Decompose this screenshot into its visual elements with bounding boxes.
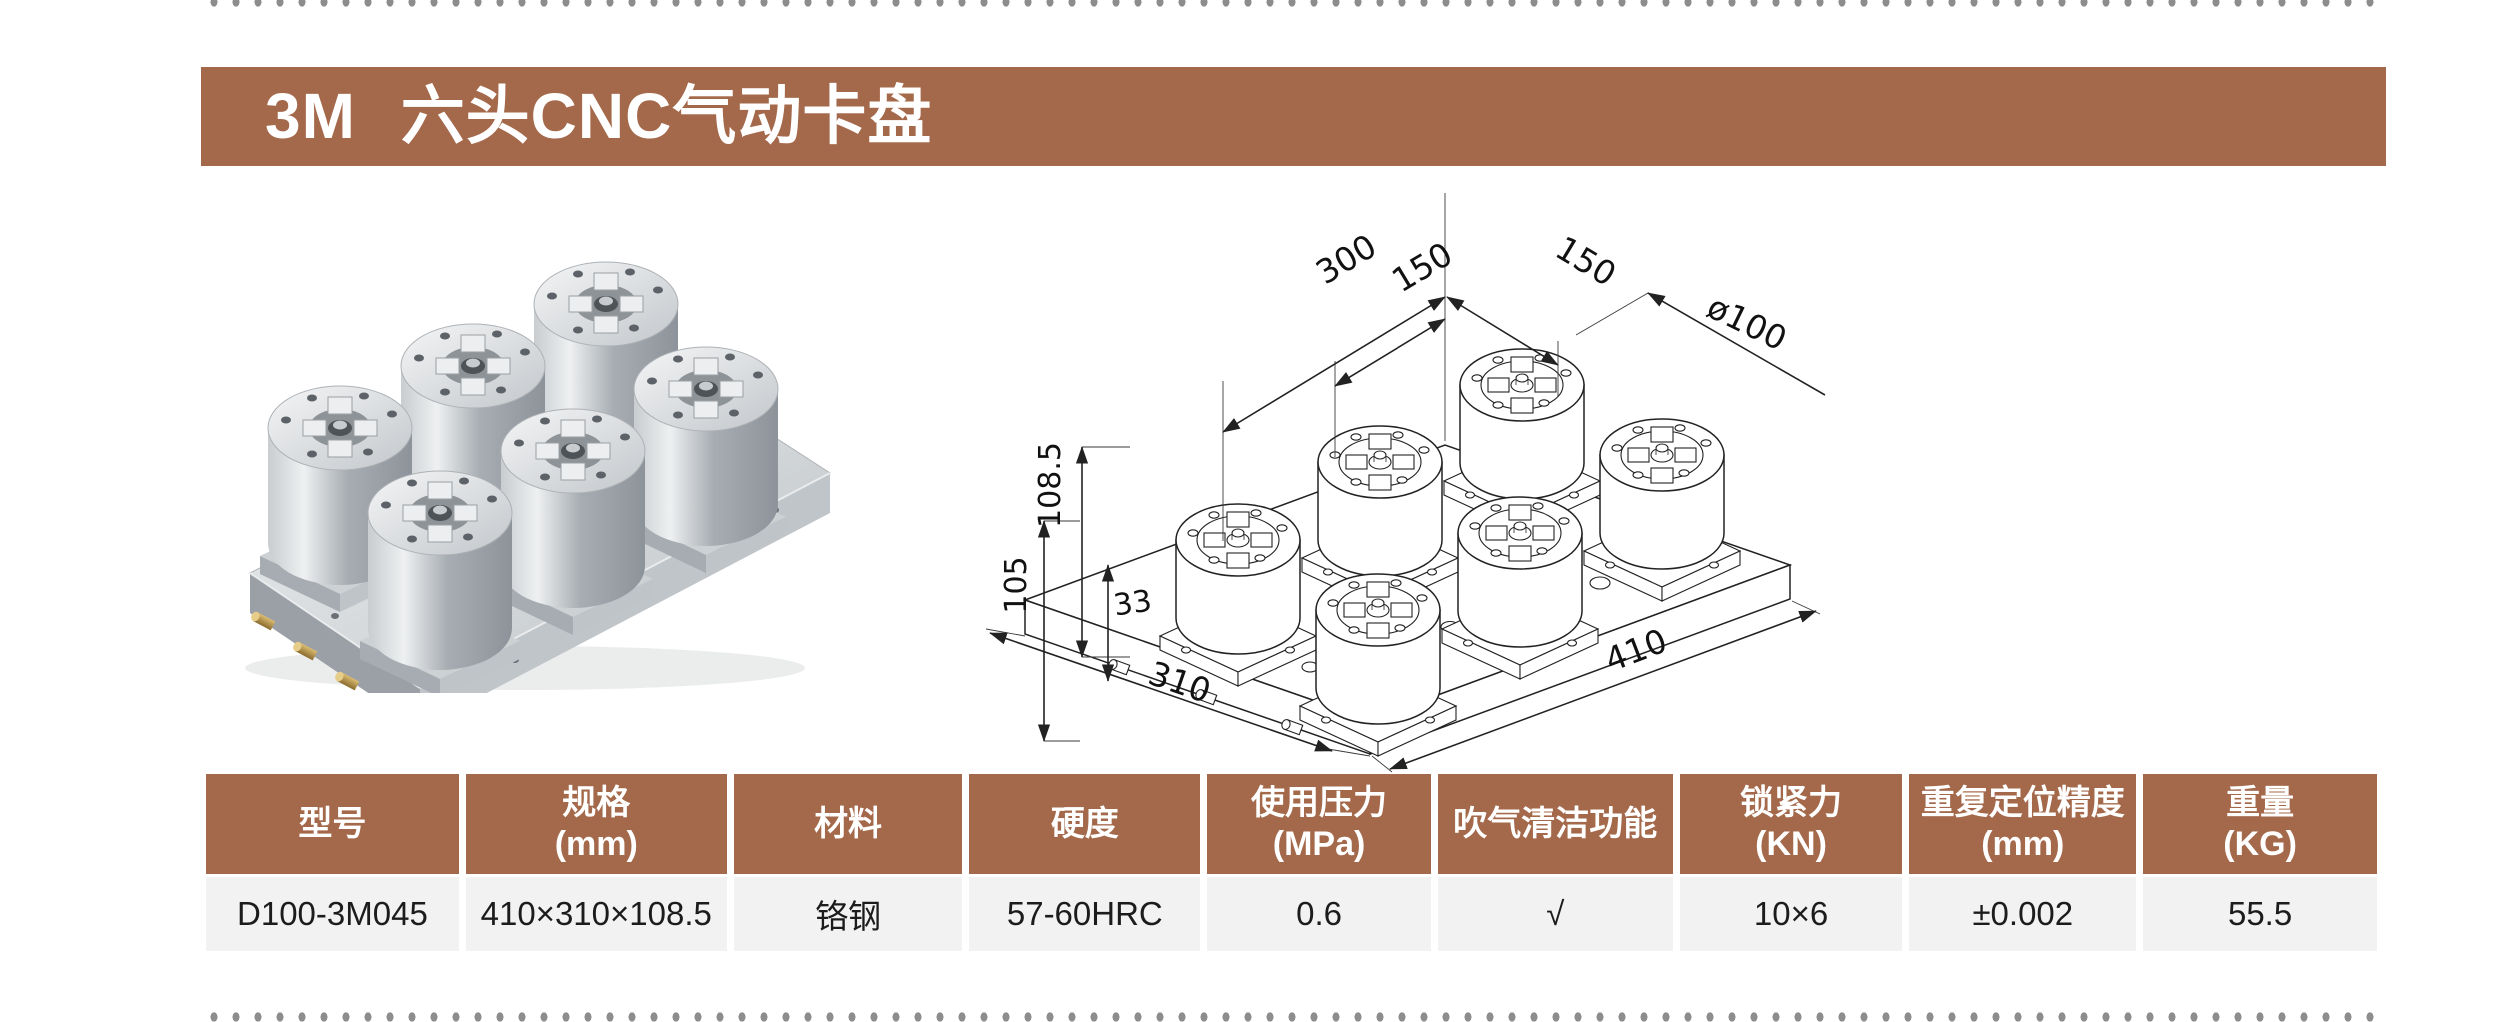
top-dotted-border [203, 0, 2381, 7]
col-header-repeatability: 重复定位精度(mm) [1909, 774, 2137, 874]
col-header-material: 材料 [733, 774, 963, 874]
dim-150-right-label: 150 [1549, 228, 1623, 294]
col-header-size: 规格(mm) [465, 774, 727, 874]
table-row: D100-3M045 410×310×108.5 铬钢 57-60HRC 0.6… [206, 877, 2377, 951]
technical-drawing: 300 150 150 ø100 108.5 105 33 310 410 [980, 185, 1840, 775]
col-header-weight: 重量(KG) [2143, 774, 2377, 874]
spec-table: 型号 规格(mm) 材料 硬度 使用压力(MPa) 吹气清洁功能 锁紧力(KN)… [199, 771, 2384, 954]
six-chuck-assembly-photo [245, 261, 831, 693]
bottom-dotted-border [203, 1012, 2381, 1022]
dim-33-label: 33 [1111, 584, 1154, 624]
col-header-hardness: 硬度 [969, 774, 1201, 874]
cell-hardness: 57-60HRC [969, 877, 1201, 951]
cell-size: 410×310×108.5 [465, 877, 727, 951]
dim-108-5-label: 108.5 [1033, 442, 1068, 528]
cell-material: 铬钢 [733, 877, 963, 951]
brass-fittings [251, 611, 360, 691]
dim-105-label: 105 [999, 556, 1034, 613]
dim-150-left-label: 150 [1385, 234, 1459, 300]
cell-model: D100-3M045 [206, 877, 459, 951]
dimension-drawing: 300 150 150 ø100 108.5 105 33 310 410 [985, 193, 1826, 773]
cell-weight: 55.5 [2143, 877, 2377, 951]
table-header-row: 型号 规格(mm) 材料 硬度 使用压力(MPa) 吹气清洁功能 锁紧力(KN)… [206, 774, 2377, 874]
product-photo [215, 228, 835, 693]
title-banner: 3M 六头CNC气动卡盘 [201, 67, 2386, 166]
cell-pressure: 0.6 [1207, 877, 1431, 951]
cell-lock-force: 10×6 [1679, 877, 1903, 951]
cell-air-clean: √ [1437, 877, 1673, 951]
page-title: 3M 六头CNC气动卡盘 [265, 80, 933, 152]
dim-dia100-label: ø100 [1701, 287, 1793, 359]
col-header-model: 型号 [206, 774, 459, 874]
col-header-lock-force: 锁紧力(KN) [1679, 774, 1903, 874]
col-header-pressure: 使用压力(MPa) [1207, 774, 1431, 874]
cell-repeatability: ±0.002 [1909, 877, 2137, 951]
col-header-air-clean: 吹气清洁功能 [1437, 774, 1673, 874]
dim-300-label: 300 [1309, 226, 1383, 292]
